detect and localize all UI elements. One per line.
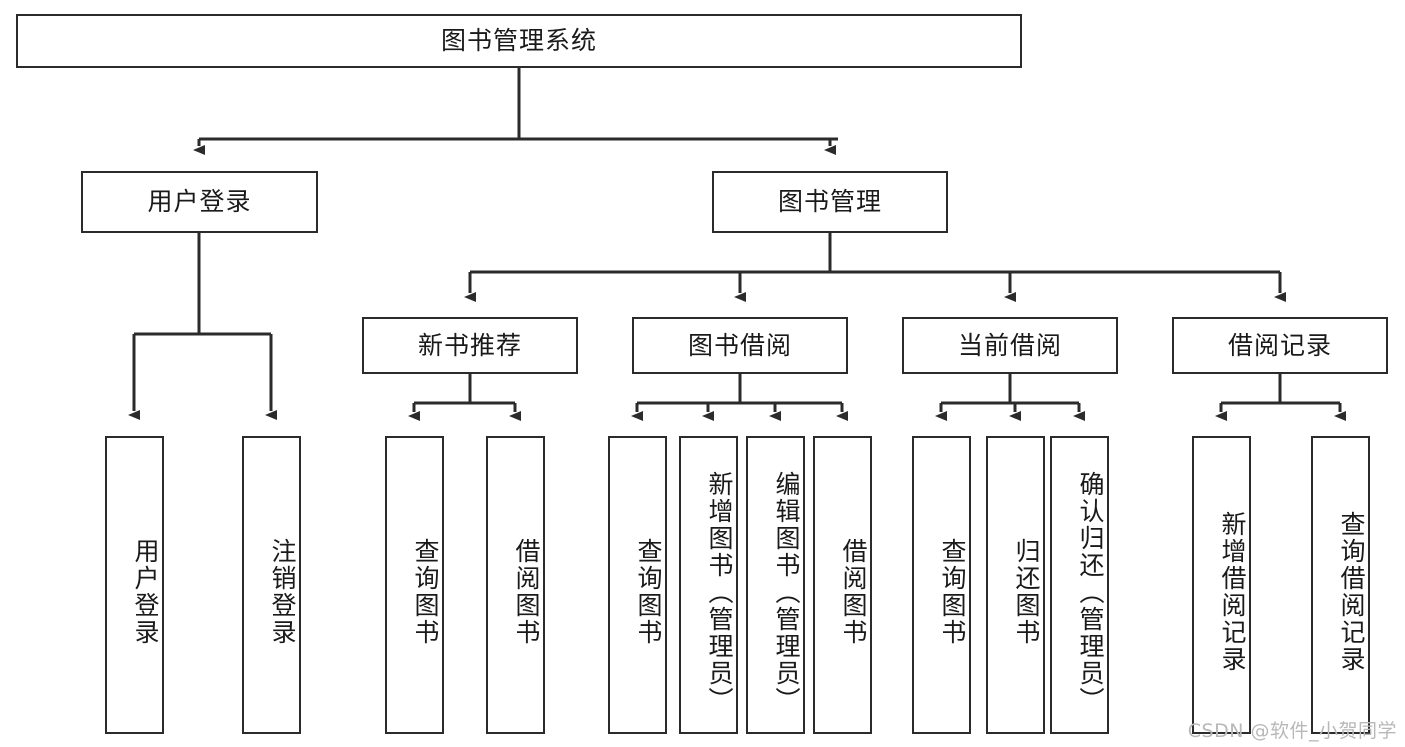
node-leaf-add-book[interactable]: 新增图书（管理员） bbox=[679, 436, 738, 734]
node-current-borrow[interactable]: 当前借阅 bbox=[902, 317, 1118, 374]
node-leaf-user-logout-label: 注销登录 bbox=[268, 538, 297, 646]
node-leaf-query-book-borrow-label: 查询图书 bbox=[634, 538, 663, 646]
node-leaf-return-book[interactable]: 归还图书 bbox=[986, 436, 1045, 734]
node-leaf-borrow-book-rec[interactable]: 借阅图书 bbox=[486, 436, 545, 734]
node-leaf-query-book-cur[interactable]: 查询图书 bbox=[912, 436, 971, 734]
node-book-borrow[interactable]: 图书借阅 bbox=[632, 317, 848, 374]
node-leaf-query-record-label: 查询借阅记录 bbox=[1337, 511, 1366, 673]
node-leaf-query-book-borrow[interactable]: 查询图书 bbox=[608, 436, 667, 734]
node-leaf-confirm-return[interactable]: 确认归还（管理员） bbox=[1050, 436, 1109, 734]
node-root[interactable]: 图书管理系统 bbox=[16, 14, 1022, 68]
node-leaf-borrow-book-label: 借阅图书 bbox=[839, 538, 868, 646]
node-leaf-user-logout[interactable]: 注销登录 bbox=[242, 436, 301, 734]
node-leaf-return-book-label: 归还图书 bbox=[1012, 538, 1041, 646]
node-leaf-add-record-label: 新增借阅记录 bbox=[1218, 511, 1247, 673]
node-user-login[interactable]: 用户登录 bbox=[81, 171, 318, 233]
node-leaf-user-login-label: 用户登录 bbox=[131, 538, 160, 646]
node-current-borrow-label: 当前借阅 bbox=[957, 330, 1062, 360]
node-root-label: 图书管理系统 bbox=[440, 26, 597, 56]
node-leaf-add-book-label: 新增图书（管理员） bbox=[705, 470, 734, 714]
node-user-login-label: 用户登录 bbox=[147, 187, 252, 217]
node-leaf-edit-book-label: 编辑图书（管理员） bbox=[772, 470, 801, 714]
node-leaf-query-book-rec[interactable]: 查询图书 bbox=[385, 436, 444, 734]
node-leaf-confirm-return-label: 确认归还（管理员） bbox=[1076, 470, 1105, 714]
node-leaf-edit-book[interactable]: 编辑图书（管理员） bbox=[746, 436, 805, 734]
node-book-borrow-label: 图书借阅 bbox=[687, 330, 792, 360]
node-leaf-add-record[interactable]: 新增借阅记录 bbox=[1192, 436, 1251, 734]
node-book-manage-label: 图书管理 bbox=[777, 187, 882, 217]
node-leaf-borrow-book-rec-label: 借阅图书 bbox=[512, 538, 541, 646]
node-new-book-rec[interactable]: 新书推荐 bbox=[362, 317, 578, 374]
node-borrow-record-label: 借阅记录 bbox=[1227, 330, 1332, 360]
node-leaf-query-book-cur-label: 查询图书 bbox=[938, 538, 967, 646]
watermark-text: CSDN @软件_小贺同学 bbox=[1187, 720, 1397, 742]
node-leaf-user-login[interactable]: 用户登录 bbox=[105, 436, 164, 734]
node-leaf-borrow-book[interactable]: 借阅图书 bbox=[813, 436, 872, 734]
node-leaf-query-record[interactable]: 查询借阅记录 bbox=[1311, 436, 1370, 734]
node-new-book-rec-label: 新书推荐 bbox=[417, 330, 522, 360]
node-leaf-query-book-rec-label: 查询图书 bbox=[411, 538, 440, 646]
node-borrow-record[interactable]: 借阅记录 bbox=[1172, 317, 1388, 374]
node-book-manage[interactable]: 图书管理 bbox=[712, 171, 948, 233]
